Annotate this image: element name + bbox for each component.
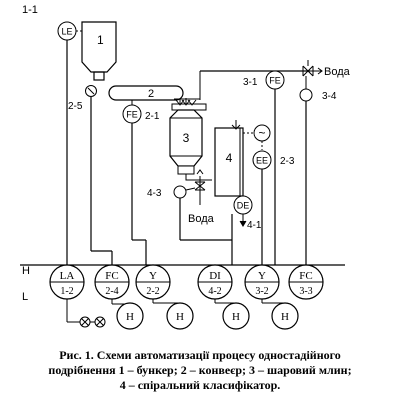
de-sensor-label: DE xyxy=(237,201,250,211)
tag-3-4: 3-4 xyxy=(322,91,337,102)
tag-2-5: 2-5 xyxy=(68,101,83,112)
panel-tag: 1-2 xyxy=(60,286,73,297)
process-diagram: 1 1-1 LE 2-5 2 3 4 ~ xyxy=(20,4,351,330)
motor-symbol: ~ xyxy=(258,126,265,140)
water-label-bottom: Вода xyxy=(188,213,215,225)
le-sensor-label: LE xyxy=(61,27,72,37)
conveyor: 2 xyxy=(108,85,184,101)
actuator-h-3: H xyxy=(222,302,250,330)
conveyor-number: 2 xyxy=(148,88,154,100)
panel-tag: 4-2 xyxy=(208,286,221,297)
caption-line-3: 4 – спіральний класифікатор. xyxy=(119,378,281,392)
panel-fc-3-3: FC 3-3 xyxy=(288,264,324,300)
fe-3-1-label: FE xyxy=(269,76,281,86)
panel-la-1-2: LA 1-2 xyxy=(49,264,85,300)
water-valve-bottom xyxy=(194,181,206,191)
panel-code: DI xyxy=(209,270,221,282)
caption-line-1: Рис. 1. Схеми автоматизації процесу одно… xyxy=(59,348,341,362)
tag-4-1: 4-1 xyxy=(247,220,262,231)
classifier-number: 4 xyxy=(226,151,233,165)
level-L: L xyxy=(22,291,28,303)
tag-3-1: 3-1 xyxy=(243,77,258,88)
bunker-number: 1 xyxy=(97,33,104,47)
actuator-label: H xyxy=(176,311,184,323)
caption-line-2: подрібнення 1 – бункер; 2 – конвеєр; 3 –… xyxy=(48,363,352,377)
valve-actuator-4-3 xyxy=(173,185,187,199)
panel-tag: 2-2 xyxy=(146,286,159,297)
scheme-number: 1-1 xyxy=(22,4,38,16)
alarm-lamps xyxy=(66,299,106,328)
ee-sensor-label: EE xyxy=(256,156,268,166)
valve-actuator-3-4 xyxy=(299,88,313,102)
tag-2-3: 2-3 xyxy=(280,156,295,167)
mill-number: 3 xyxy=(183,131,190,145)
actuator-label: H xyxy=(126,311,134,323)
bunker: 1 xyxy=(81,21,117,81)
water-label-top: Вода xyxy=(324,66,351,78)
panel-tag: 3-2 xyxy=(255,286,268,297)
spiral-classifier: 4 xyxy=(214,127,247,211)
panel-y-2-2: Y 2-2 xyxy=(135,264,171,300)
actuator-h-2: H xyxy=(166,302,194,330)
panel-code: Y xyxy=(149,270,157,282)
ball-mill: 3 xyxy=(169,98,207,175)
panel-di-4-2: DI 4-2 xyxy=(197,264,233,300)
panel-fc-2-4: FC 2-4 xyxy=(94,264,130,300)
tag-4-3: 4-3 xyxy=(147,188,162,199)
panel-code: FC xyxy=(105,270,118,282)
panel-tag: 2-4 xyxy=(105,286,118,297)
panel-code: LA xyxy=(60,270,75,282)
panel-tag: 3-3 xyxy=(299,286,312,297)
actuator-label: H xyxy=(232,311,240,323)
panel-y-3-2: Y 3-2 xyxy=(244,264,280,300)
panel-code: Y xyxy=(258,270,266,282)
actuator-h-1: H xyxy=(116,302,144,330)
fe-2-1-label: FE xyxy=(126,110,138,120)
panel-code: FC xyxy=(299,270,312,282)
actuator-label: H xyxy=(281,311,289,323)
figure-caption: Рис. 1. Схеми автоматизації процесу одно… xyxy=(0,348,400,393)
level-H: H xyxy=(22,265,30,277)
actuator-h-4: H xyxy=(271,302,299,330)
de-sensor xyxy=(233,195,253,215)
tag-2-1: 2-1 xyxy=(145,111,160,122)
